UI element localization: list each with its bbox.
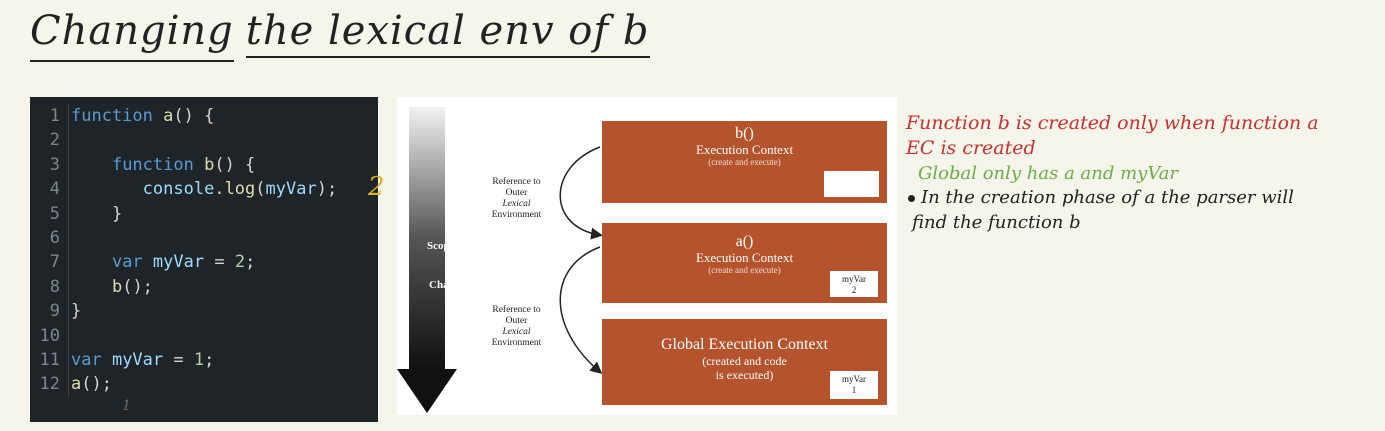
title-rest: the lexical env of b [245, 8, 650, 58]
line-number: 9 [49, 301, 60, 322]
scope-chain-arrow [397, 107, 457, 413]
note-green-line: Global only has a and myVar [918, 163, 1179, 184]
reference-arrow-2 [559, 246, 603, 374]
line-number: 7 [49, 252, 60, 273]
diagram-graphics [397, 107, 603, 413]
code-line: 12 a(); [30, 372, 378, 397]
code-line: 1 function a() { [30, 104, 378, 129]
annotation-2: 2 [368, 172, 385, 202]
variable-box-a: myVar 2 [830, 271, 878, 297]
code-line: 11 var myVar = 1; [30, 347, 378, 373]
note-black-line-1: In the creation phase of a the parser wi… [908, 187, 1294, 208]
chain-label: Chain [429, 279, 458, 291]
code-text: function b() { [111, 154, 256, 175]
annotation-1: 1 [122, 398, 131, 414]
code-line: 4 console.log(myVar); [30, 177, 378, 202]
code-line: 7 var myVar = 2; [30, 250, 378, 275]
code-line: 5 } [30, 201, 378, 226]
line-number: 12 [39, 374, 60, 395]
note-black-line-2: find the function b [912, 212, 1081, 233]
line-number: 3 [49, 154, 60, 175]
code-text: a(); [71, 374, 112, 395]
line-number: 1 [49, 106, 60, 126]
note-red-line-2: EC is created [906, 137, 1036, 159]
code-text: var myVar = 2; [111, 252, 256, 273]
code-line: 6 [30, 225, 378, 251]
code-line: 2 [30, 128, 378, 153]
title-word-changing: Changing [30, 8, 234, 62]
code-text: function a() { [71, 106, 215, 126]
reference-arrow-1 [559, 146, 603, 240]
context-box-b: b() Execution Context (create and execut… [602, 121, 887, 203]
code-line: 9} [30, 299, 378, 324]
code-text: } [71, 203, 123, 224]
variable-box-global: myVar 1 [830, 371, 878, 399]
context-box-global: Global Execution Context (created and co… [602, 319, 887, 405]
line-number: 11 [39, 349, 60, 370]
line-number: 4 [49, 179, 60, 200]
bullet-icon [908, 194, 915, 202]
context-box-a: a() Execution Context (create and execut… [602, 223, 887, 303]
code-line: 8 b(); [30, 274, 378, 300]
code-text: b(); [111, 276, 153, 297]
line-number: 5 [49, 203, 60, 224]
line-number: 8 [49, 276, 60, 297]
variable-box-b [824, 171, 879, 197]
code-text: } [71, 301, 82, 322]
scope-label: Scope [427, 240, 455, 252]
note-red-line-1: Function b is created only when function… [906, 112, 1319, 134]
line-number: 2 [49, 130, 60, 151]
line-number: 10 [39, 325, 60, 346]
code-line: 3 function b() { [30, 152, 378, 178]
line-number: 6 [49, 227, 60, 248]
code-text: var myVar = 1; [71, 349, 215, 370]
code-line: 10 [30, 323, 378, 348]
code-text: console.log(myVar); [142, 179, 338, 200]
